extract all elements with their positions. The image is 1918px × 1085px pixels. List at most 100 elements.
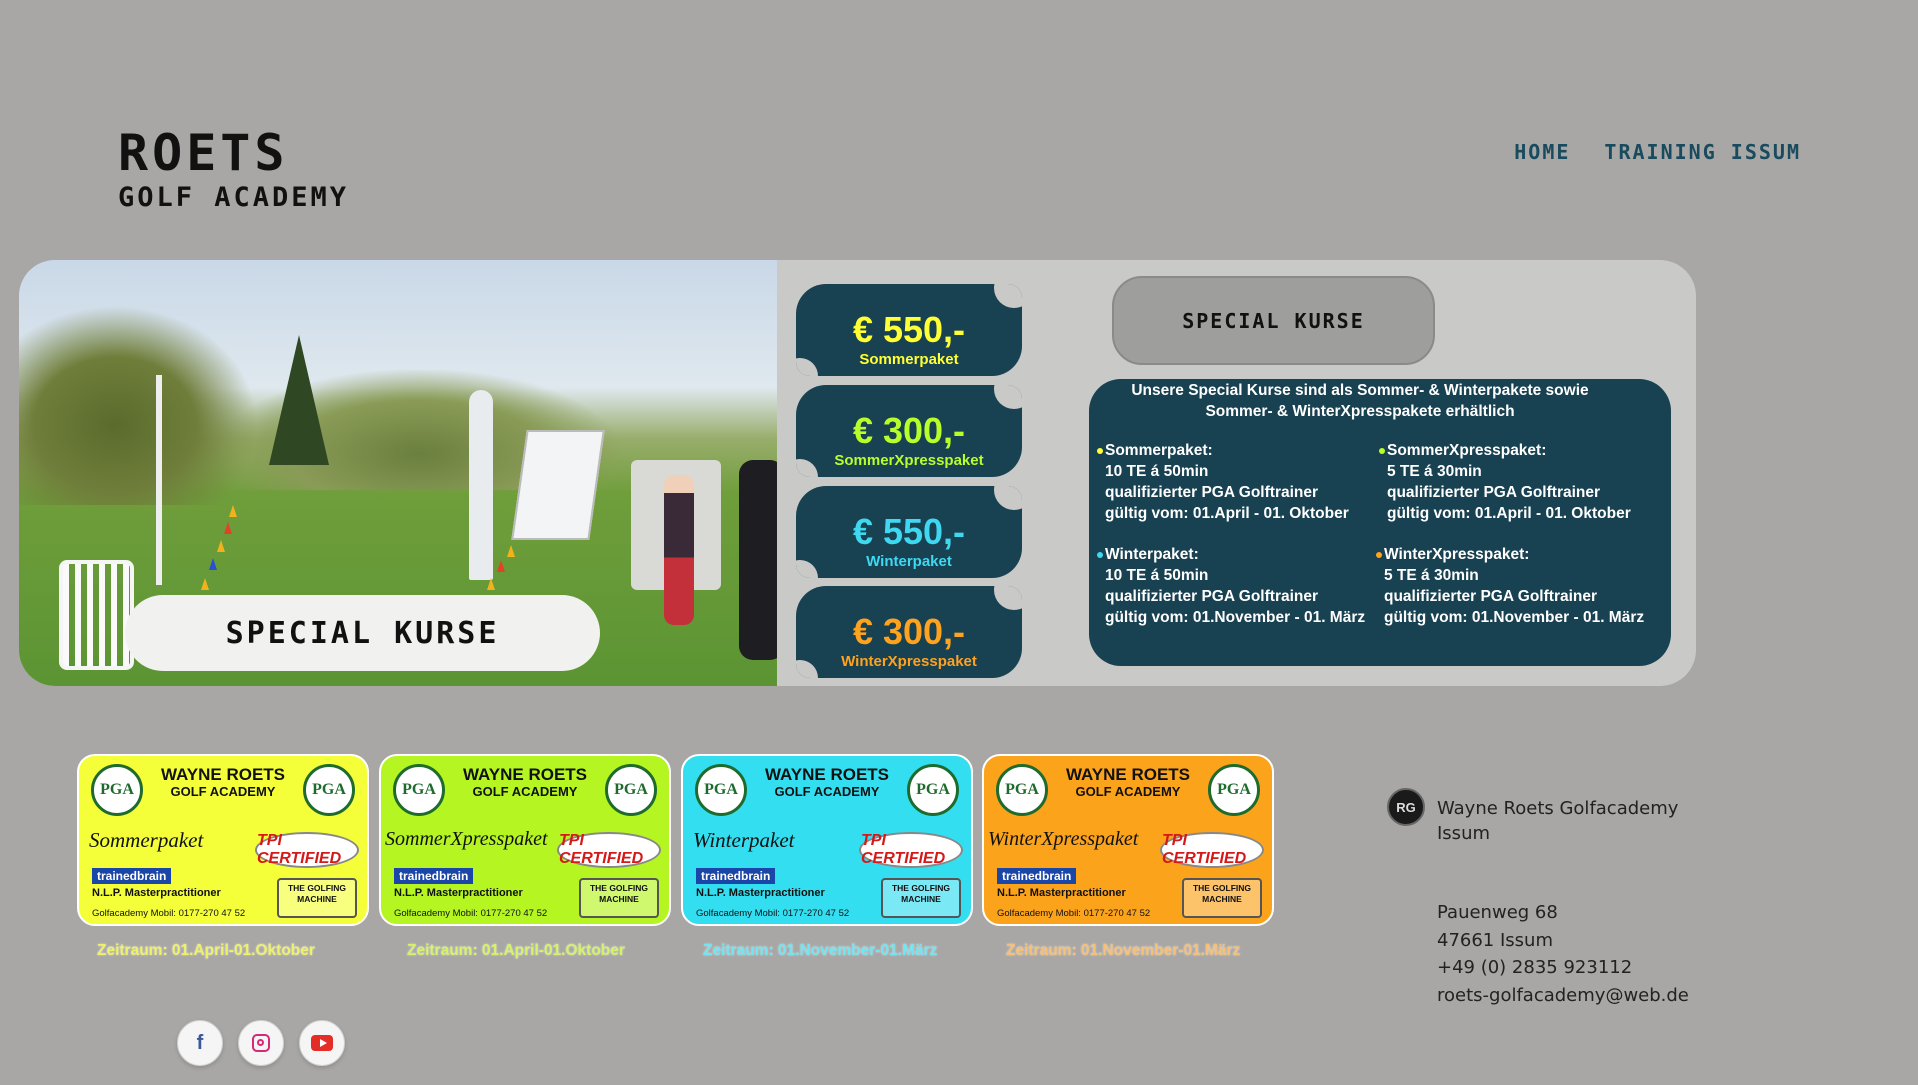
instagram-icon	[252, 1034, 270, 1052]
price-name: SommerXpresspaket	[834, 452, 984, 469]
package-title: Winterpaket:	[1105, 546, 1199, 563]
golfing-machine-logo: THE GOLFING MACHINE	[881, 878, 961, 918]
contact-phone[interactable]: +49 (0) 2835 923112	[1437, 957, 1633, 978]
card-package-type: SommerXpresspaket	[385, 828, 548, 850]
package-line: 10 TE á 50min	[1105, 567, 1209, 584]
package-sommerxpresspaket: SommerXpresspaket: 5 TE á 30min qualifiz…	[1379, 440, 1631, 524]
package-line: 5 TE á 30min	[1387, 463, 1482, 480]
package-line: qualifizierter PGA Golftrainer	[1384, 588, 1598, 605]
contact-email[interactable]: roets-golfacademy@web.de	[1437, 984, 1689, 1006]
info-intro-line: Unsere Special Kurse sind als Sommer- & …	[1131, 382, 1589, 399]
package-line: gültig vom: 01.November - 01. März	[1384, 609, 1645, 626]
facebook-link[interactable]: f	[177, 1020, 223, 1066]
package-line: gültig vom: 01.November - 01. März	[1105, 609, 1366, 626]
card-nlp: N.L.P. Masterpractitioner	[92, 887, 221, 899]
card-brand-name: WAYNE ROETS	[764, 765, 890, 784]
youtube-icon	[311, 1035, 333, 1051]
package-winterpaket: Winterpaket: 10 TE á 50min qualifizierte…	[1097, 544, 1365, 628]
contact-details: Pauenweg 68 47661 Issum +49 (0) 2835 923…	[1437, 899, 1689, 1009]
contact-street: Pauenweg 68	[1437, 902, 1558, 923]
pga-logo: PGA	[303, 764, 355, 816]
tpi-certified-logo: TPI CERTIFIED	[255, 832, 359, 868]
bullet-dot	[1376, 551, 1382, 558]
special-kurse-button[interactable]: SPECIAL KURSE	[1112, 276, 1435, 365]
bullet-dot	[1379, 447, 1385, 454]
contact-name-line: Issum	[1437, 823, 1491, 844]
price-tag-winterxpresspaket: € 300,- WinterXpresspaket	[796, 586, 1022, 678]
card-brand-name: WAYNE ROETS	[462, 765, 588, 784]
package-winterxpresspaket: WinterXpresspaket: 5 TE á 30min qualifiz…	[1376, 544, 1644, 628]
bullet-dot	[1097, 447, 1103, 454]
hero-golf-photo	[19, 260, 777, 686]
package-title: WinterXpresspaket:	[1384, 546, 1530, 563]
bullet-dot	[1097, 551, 1103, 558]
main-nav: HOME TRAINING ISSUM	[1514, 140, 1801, 164]
package-title: Sommerpaket:	[1105, 442, 1213, 459]
contact-name-line: Wayne Roets Golfacademy	[1437, 798, 1679, 819]
price-tag-sommerpaket: € 550,- Sommerpaket	[796, 284, 1022, 376]
package-line: 10 TE á 50min	[1105, 463, 1209, 480]
price-name: Winterpaket	[866, 553, 952, 570]
package-line: qualifizierter PGA Golftrainer	[1387, 484, 1601, 501]
hero-special-kurse-label: SPECIAL KURSE	[125, 595, 600, 671]
price-name: Sommerpaket	[859, 351, 959, 368]
card-brand-sub: GOLF ACADEMY	[170, 784, 276, 799]
period-label: Zeitraum: 01.November-01.März	[1006, 942, 1241, 959]
price-amount: € 300,-	[852, 410, 966, 451]
site-logo[interactable]: ROETS GOLF ACADEMY	[118, 128, 349, 213]
trainedbrain-logo: trainedbrain	[394, 868, 474, 884]
pga-logo: PGA	[695, 764, 747, 816]
period-label: Zeitraum: 01.November-01.März	[703, 942, 938, 959]
package-line: 5 TE á 30min	[1384, 567, 1479, 584]
period-label: Zeitraum: 01.April-01.Oktober	[97, 942, 315, 959]
tpi-certified-logo: TPI CERTIFIED	[859, 832, 963, 868]
pga-logo: PGA	[996, 764, 1048, 816]
price-tag-sommerxpresspaket: € 300,- SommerXpresspaket	[796, 385, 1022, 477]
card-mobile: Golfacademy Mobil: 0177-270 47 52	[394, 908, 548, 919]
package-line: qualifizierter PGA Golftrainer	[1105, 484, 1319, 501]
card-brand-name: WAYNE ROETS	[160, 765, 286, 784]
card-nlp: N.L.P. Masterpractitioner	[997, 887, 1126, 899]
package-line: gültig vom: 01.April - 01. Oktober	[1105, 505, 1349, 522]
card-mobile: Golfacademy Mobil: 0177-270 47 52	[997, 908, 1151, 919]
pga-logo: PGA	[907, 764, 959, 816]
package-sommerpaket: Sommerpaket: 10 TE á 50min qualifizierte…	[1097, 440, 1349, 524]
logo-title: ROETS	[118, 124, 289, 182]
info-intro: Unsere Special Kurse sind als Sommer- & …	[1089, 380, 1671, 422]
card-nlp: N.L.P. Masterpractitioner	[696, 887, 825, 899]
package-title: SommerXpresspaket:	[1387, 442, 1547, 459]
card-mobile: Golfacademy Mobil: 0177-270 47 52	[696, 908, 850, 919]
price-amount: € 550,-	[852, 511, 966, 552]
card-mobile: Golfacademy Mobil: 0177-270 47 52	[92, 908, 246, 919]
price-name: WinterXpresspaket	[841, 653, 977, 670]
info-intro-line: Sommer- & WinterXpresspakete erhältlich	[1205, 403, 1515, 420]
nav-training-issum[interactable]: TRAINING ISSUM	[1604, 140, 1801, 164]
facebook-icon: f	[196, 1031, 204, 1054]
package-info-box: Unsere Special Kurse sind als Sommer- & …	[1089, 379, 1671, 666]
card-brand-sub: GOLF ACADEMY	[774, 784, 880, 799]
card-package-type: Winterpaket	[693, 828, 795, 852]
pga-logo: PGA	[1208, 764, 1260, 816]
tpi-certified-logo: TPI CERTIFIED	[1160, 832, 1264, 868]
pga-logo: PGA	[605, 764, 657, 816]
golfing-machine-logo: THE GOLFING MACHINE	[1182, 878, 1262, 918]
instagram-link[interactable]	[238, 1020, 284, 1066]
youtube-link[interactable]	[299, 1020, 345, 1066]
trainedbrain-logo: trainedbrain	[696, 868, 776, 884]
package-line: qualifizierter PGA Golftrainer	[1105, 588, 1319, 605]
card-brand-name: WAYNE ROETS	[1065, 765, 1191, 784]
tpi-certified-logo: TPI CERTIFIED	[557, 832, 661, 868]
academy-logo-icon: RG	[1387, 788, 1425, 826]
logo-subtitle: GOLF ACADEMY	[118, 182, 350, 213]
trainedbrain-logo: trainedbrain	[997, 868, 1077, 884]
contact-city: 47661 Issum	[1437, 929, 1553, 951]
price-amount: € 300,-	[852, 611, 966, 652]
nav-home[interactable]: HOME	[1514, 140, 1571, 164]
